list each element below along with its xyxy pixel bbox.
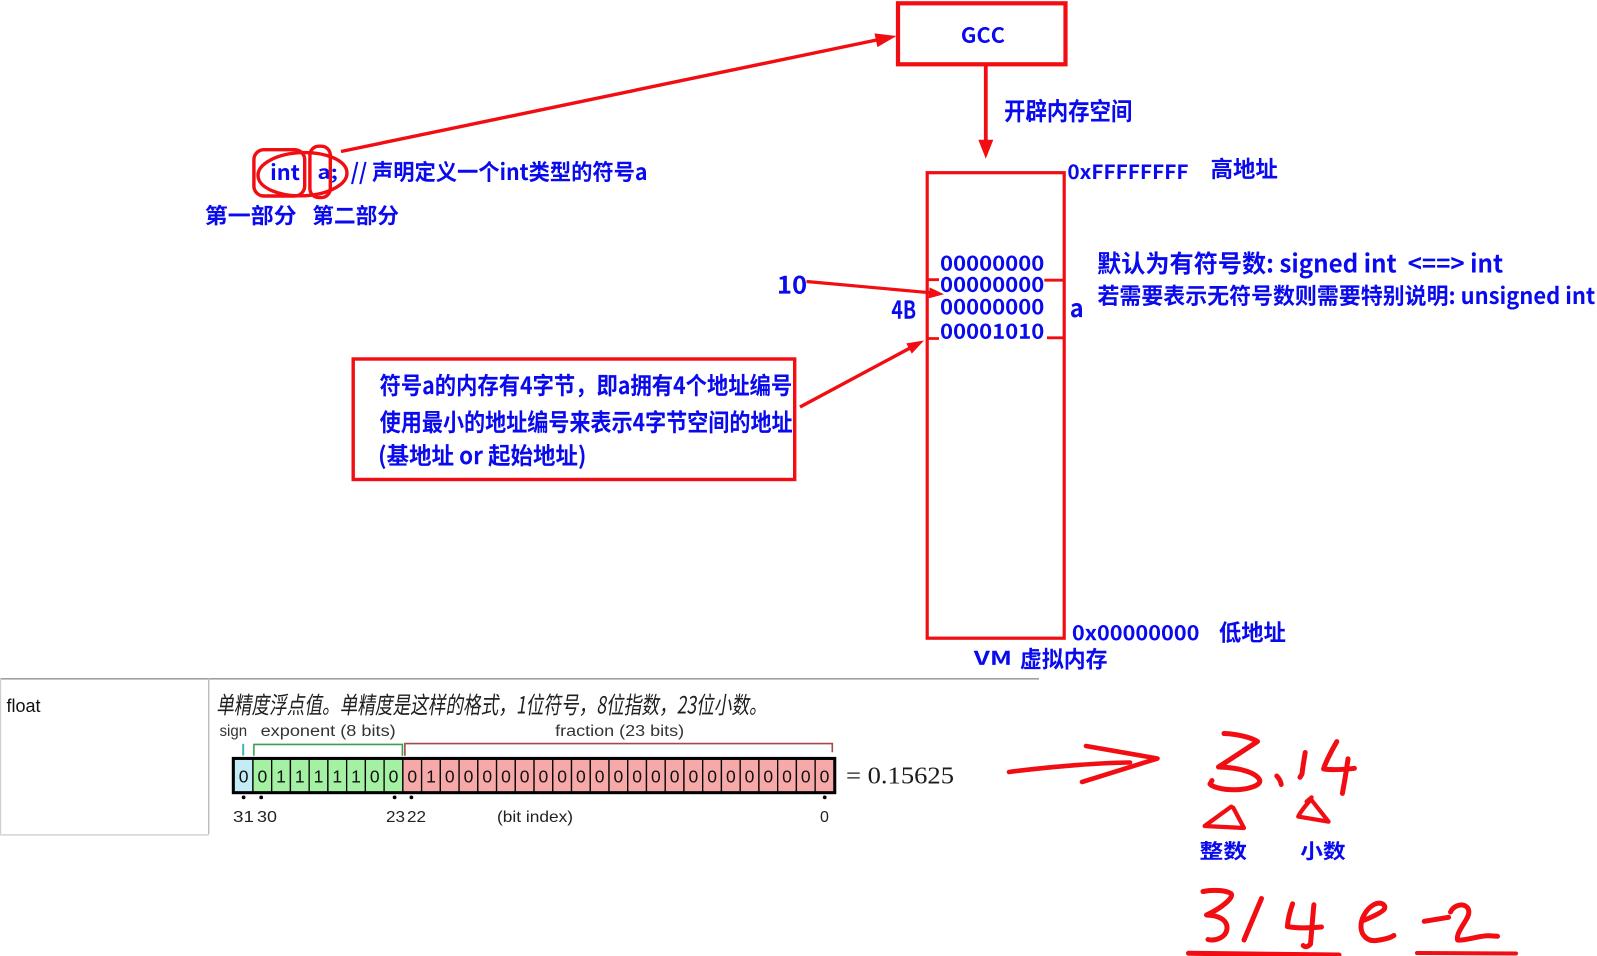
svg-text:0: 0 bbox=[370, 767, 380, 787]
svg-text:0: 0 bbox=[445, 767, 455, 787]
svg-text:= 0.15625: = 0.15625 bbox=[846, 764, 954, 790]
svg-text:float: float bbox=[7, 696, 41, 716]
svg-text:0: 0 bbox=[745, 767, 755, 787]
svg-text:0: 0 bbox=[651, 767, 661, 787]
svg-text:0: 0 bbox=[632, 767, 642, 787]
svg-text:23: 23 bbox=[386, 809, 405, 826]
svg-text:sign: sign bbox=[220, 723, 248, 740]
svg-text:0: 0 bbox=[726, 767, 736, 787]
svg-text:0: 0 bbox=[820, 809, 829, 826]
svg-text:1: 1 bbox=[295, 767, 305, 787]
svg-text:0: 0 bbox=[801, 767, 811, 787]
svg-text:0: 0 bbox=[407, 767, 417, 787]
svg-text:31: 31 bbox=[233, 809, 254, 826]
svg-text:22: 22 bbox=[407, 809, 426, 826]
svg-text:0: 0 bbox=[539, 767, 549, 787]
svg-text:0: 0 bbox=[614, 767, 624, 787]
svg-text:exponent (8 bits): exponent (8 bits) bbox=[261, 723, 396, 740]
svg-text:0: 0 bbox=[820, 767, 830, 787]
svg-text:0: 0 bbox=[501, 767, 511, 787]
svg-text:30: 30 bbox=[257, 809, 277, 826]
svg-text:(bit index): (bit index) bbox=[497, 809, 573, 826]
svg-text:1: 1 bbox=[276, 767, 286, 787]
svg-text:0: 0 bbox=[239, 767, 249, 787]
svg-text:0: 0 bbox=[670, 767, 680, 787]
svg-text:1: 1 bbox=[351, 767, 361, 787]
svg-text:0: 0 bbox=[520, 767, 530, 787]
svg-text:1: 1 bbox=[314, 767, 324, 787]
svg-text:0: 0 bbox=[389, 767, 399, 787]
svg-text:fraction (23 bits): fraction (23 bits) bbox=[555, 723, 684, 740]
svg-text:1: 1 bbox=[426, 767, 436, 787]
svg-text:0: 0 bbox=[595, 767, 605, 787]
svg-text:0: 0 bbox=[557, 767, 567, 787]
svg-text:0: 0 bbox=[688, 767, 698, 787]
svg-text:0: 0 bbox=[707, 767, 717, 787]
svg-text:1: 1 bbox=[332, 767, 342, 787]
svg-text:0: 0 bbox=[464, 767, 474, 787]
svg-text:0: 0 bbox=[782, 767, 792, 787]
svg-text:0: 0 bbox=[257, 767, 267, 787]
svg-text:0: 0 bbox=[763, 767, 773, 787]
svg-text:0: 0 bbox=[576, 767, 586, 787]
svg-text:0: 0 bbox=[482, 767, 492, 787]
